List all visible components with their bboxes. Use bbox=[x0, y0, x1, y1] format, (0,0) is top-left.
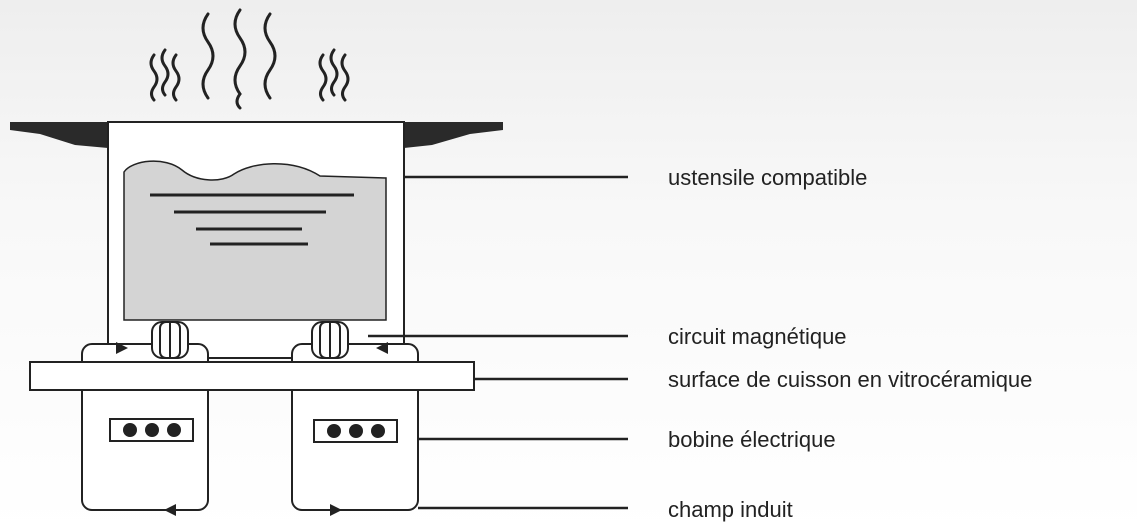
arrow-induced-left bbox=[164, 504, 176, 516]
steam-wave bbox=[263, 12, 277, 100]
label-ustensile-compatible: ustensile compatible bbox=[668, 165, 868, 190]
arrow-field-top-right bbox=[376, 342, 388, 354]
cooktop-surface bbox=[29, 361, 475, 391]
magnetic-circuit-left bbox=[151, 321, 189, 359]
label-circuit-magnetique: circuit magnétique bbox=[668, 324, 847, 349]
steam-wave bbox=[329, 48, 339, 97]
steam-wave bbox=[233, 8, 247, 110]
label-bobine-electrique: bobine électrique bbox=[668, 427, 836, 452]
indicator-right bbox=[313, 419, 398, 443]
label-champ-induit: champ induit bbox=[668, 497, 793, 522]
steam-wave bbox=[160, 48, 170, 97]
steam-wave bbox=[171, 53, 181, 102]
liquid bbox=[123, 160, 387, 321]
pot-handle-right bbox=[404, 122, 503, 148]
steam-wave bbox=[201, 12, 215, 100]
label-surface-cuisson: surface de cuisson en vitrocéramique bbox=[668, 367, 1033, 392]
steam-wave bbox=[149, 53, 159, 102]
steam-wave bbox=[318, 53, 328, 102]
pot-handle-left bbox=[10, 122, 108, 148]
liquid-lines bbox=[150, 193, 354, 246]
arrow-field-top-left bbox=[116, 342, 128, 354]
steam-wave bbox=[340, 53, 350, 102]
leader-lines bbox=[368, 175, 628, 510]
magnetic-circuit-right bbox=[311, 321, 349, 359]
steam bbox=[149, 8, 350, 110]
arrow-induced-right bbox=[330, 504, 342, 516]
indicator-left bbox=[109, 418, 194, 442]
